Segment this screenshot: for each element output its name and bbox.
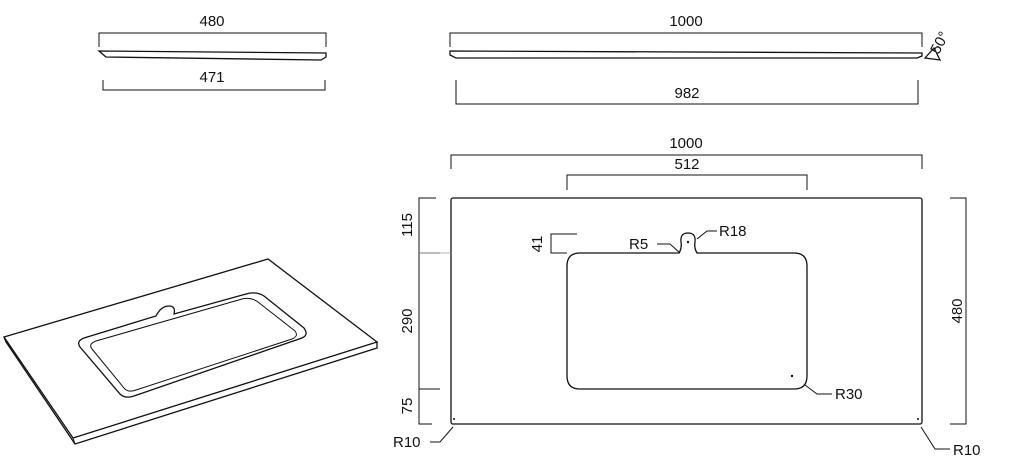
countertop-side-edge: [72, 437, 76, 445]
basin-corner-mark: [790, 374, 794, 378]
dimension-line-1000-top: [449, 32, 923, 47]
leader-r10-left: [430, 426, 454, 443]
leader-r5: [657, 243, 681, 254]
dimension-label-471: 471: [199, 69, 224, 86]
radius-label-r10-left: R10: [393, 434, 421, 451]
side-view-depth: 480 471: [97, 13, 327, 91]
countertop-depth-profile: [97, 50, 327, 61]
dimension-label-290: 290: [399, 308, 416, 333]
dimension-line-480-plan: [950, 197, 967, 425]
dimension-label-480-plan: 480: [949, 298, 966, 323]
side-view-width: 1000 50° 982: [449, 13, 953, 105]
dimension-label-1000-top: 1000: [669, 13, 702, 30]
dimension-line-471: [102, 80, 326, 91]
basin-inner-rim: [90, 297, 297, 392]
radius-label-r30: R30: [835, 386, 863, 403]
dimension-label-982: 982: [674, 85, 699, 102]
basin-outline: [566, 232, 808, 390]
basin-outer-rim: [78, 292, 307, 398]
isometric-view: [2, 258, 379, 445]
dimension-label-41: 41: [529, 236, 546, 253]
dimension-line-41: [550, 233, 577, 254]
leader-r18: [696, 230, 717, 240]
dimension-label-1000-plan: 1000: [669, 135, 702, 152]
corner-mark-left: [453, 418, 455, 420]
dimension-label-480: 480: [199, 13, 224, 30]
dimension-label-512: 512: [674, 156, 699, 173]
dimension-line-982: [455, 80, 919, 105]
corner-mark-right: [917, 418, 919, 420]
dimension-line-512: [566, 174, 808, 190]
dimension-line-480: [98, 32, 327, 47]
dimension-chain-left: [418, 197, 440, 425]
angle-marker: [923, 46, 942, 61]
dimension-label-75: 75: [399, 398, 416, 415]
leader-r30: [804, 384, 832, 395]
countertop-top-surface: [2, 258, 379, 439]
countertop-width-profile: [449, 50, 923, 59]
dimension-line-1000-plan: [450, 154, 923, 169]
radius-label-r10-right: R10: [953, 442, 981, 459]
dimension-label-115: 115: [399, 213, 416, 237]
radius-label-r18: R18: [719, 223, 747, 240]
countertop-front-edge: [3, 336, 378, 445]
radius-label-r5: R5: [629, 236, 648, 253]
leader-r10-right: [920, 426, 950, 450]
countertop-outline: [450, 197, 923, 425]
overflow-center-mark: [686, 240, 690, 244]
plan-view: 1000 512 41 R5 R18 R30 115 290 75 480: [393, 135, 981, 459]
angle-label: 50°: [927, 29, 953, 57]
